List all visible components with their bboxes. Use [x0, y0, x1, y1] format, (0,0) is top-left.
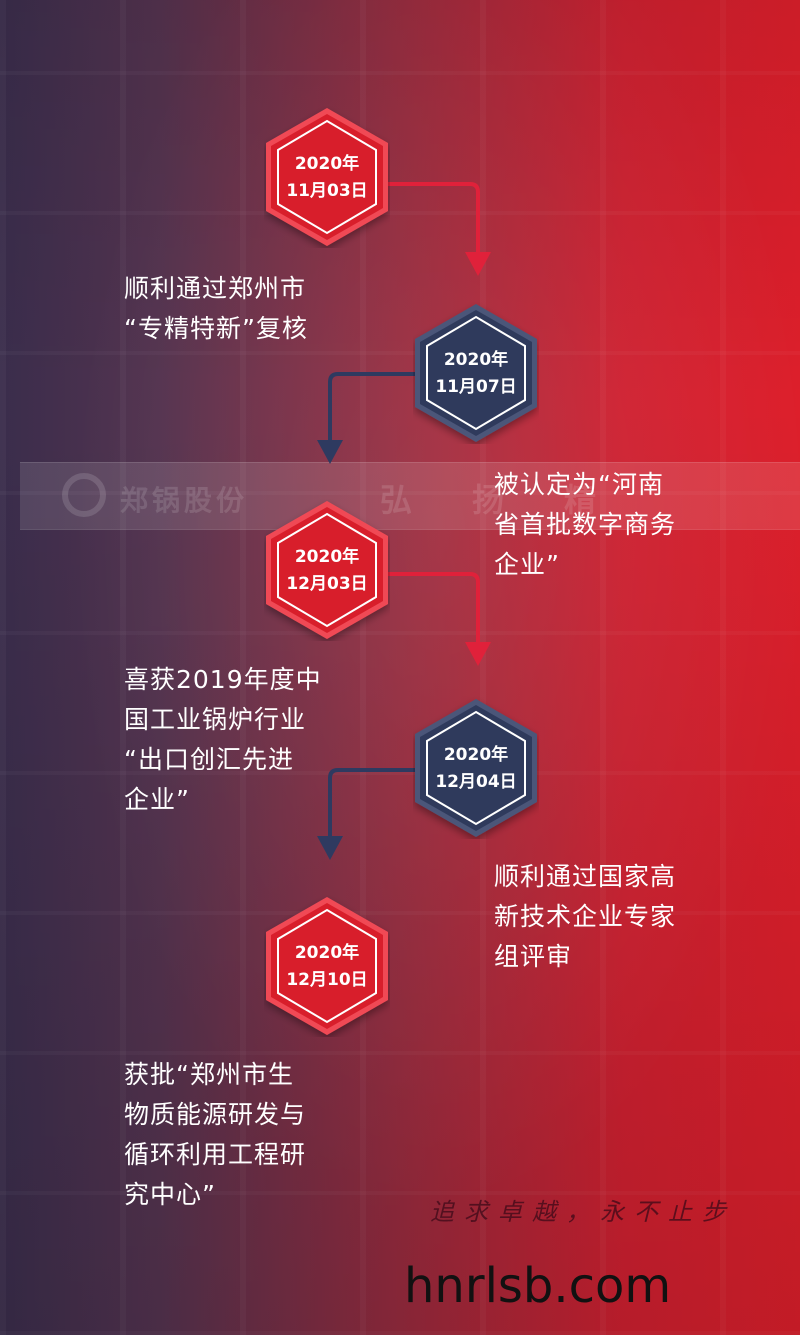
description-line: 国工业锅炉行业	[124, 705, 307, 734]
description-line: “专精特新”复核	[124, 314, 308, 343]
hexagon-badge-icon	[415, 699, 537, 837]
description-line: 获批“郑州市生	[124, 1060, 294, 1089]
description-line: 物质能源研发与	[124, 1100, 307, 1129]
arrowhead-2	[317, 440, 343, 464]
node-year: 2020年	[443, 745, 509, 765]
factory-banner: 郑锅股份 弘扬精	[20, 462, 800, 530]
description-line: 省首批数字商务	[494, 510, 677, 539]
description-line: 喜获2019年度中	[124, 665, 322, 694]
node-year: 2020年	[294, 943, 360, 963]
arrowhead-4	[317, 836, 343, 860]
hexagon-badge-icon	[266, 897, 388, 1035]
timeline-node-2: 2020年 11月07日	[413, 302, 539, 444]
timeline-description-5: 获批“郑州市生 物质能源研发与 循环利用工程研 究中心”	[124, 1055, 306, 1215]
arrowhead-3	[465, 642, 491, 666]
timeline-node-3: 2020年 12月03日	[264, 499, 390, 641]
node-date: 12月10日	[286, 970, 368, 990]
banner-company-name: 郑锅股份	[120, 484, 249, 517]
site-watermark: hnrlsb.com	[404, 1258, 672, 1314]
timeline-node-5: 2020年 12月10日	[264, 895, 390, 1037]
timeline-description-4: 顺利通过国家高 新技术企业专家 组评审	[494, 857, 676, 977]
description-line: 组评审	[494, 942, 573, 971]
hexagon-badge-icon	[415, 304, 537, 442]
timeline-description-1: 顺利通过郑州市 “专精特新”复核	[124, 269, 308, 349]
description-line: 顺利通过国家高	[494, 862, 677, 891]
description-line: 新技术企业专家	[494, 902, 677, 931]
node-year: 2020年	[294, 547, 360, 567]
node-date: 12月03日	[286, 574, 368, 594]
timeline-node-4: 2020年 12月04日	[413, 697, 539, 839]
timeline-node-1: 2020年 11月03日	[264, 106, 390, 248]
timeline-description-3: 喜获2019年度中 国工业锅炉行业 “出口创汇先进 企业”	[124, 660, 322, 820]
connector-arrow-3	[388, 572, 480, 642]
connector-arrow-1	[388, 182, 480, 252]
banner-slogan: 弘扬精	[380, 481, 657, 519]
node-year: 2020年	[443, 350, 509, 370]
hexagon-badge-icon	[266, 108, 388, 246]
node-date: 11月03日	[286, 181, 368, 201]
timeline-description-2: 被认定为“河南 省首批数字商务 企业”	[494, 465, 676, 585]
description-line: 究中心”	[124, 1180, 216, 1209]
description-line: 循环利用工程研	[124, 1140, 307, 1169]
slogan-calligraphy: 追求卓越，永不止步	[430, 1198, 736, 1226]
description-line: 企业”	[494, 550, 560, 579]
node-date: 12月04日	[435, 772, 517, 792]
node-date: 11月07日	[435, 377, 517, 397]
connector-arrow-2	[328, 372, 420, 440]
description-line: 顺利通过郑州市	[124, 274, 307, 303]
node-year: 2020年	[294, 154, 360, 174]
description-line: 被认定为“河南	[494, 470, 664, 499]
description-line: “出口创汇先进	[124, 745, 294, 774]
company-logo-icon	[62, 473, 106, 517]
arrowhead-1	[465, 252, 491, 276]
connector-arrow-4	[328, 768, 420, 836]
description-line: 企业”	[124, 785, 190, 814]
hexagon-badge-icon	[266, 501, 388, 639]
